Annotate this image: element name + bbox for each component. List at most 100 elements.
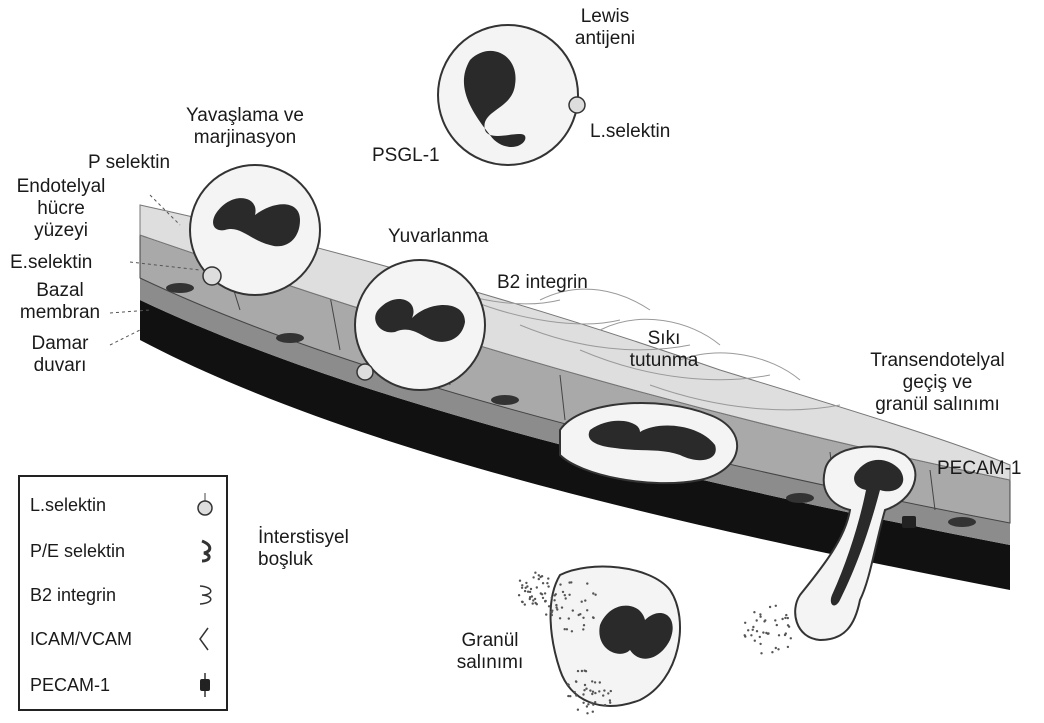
granule-dot (568, 617, 570, 619)
granule-dot (775, 647, 777, 649)
granule-dot (545, 613, 547, 615)
granule-dot (585, 670, 587, 672)
endothelial-surface-label: Endotelyal hücre yüzeyi (6, 176, 116, 242)
granule-dot (542, 582, 544, 584)
granule-dot (521, 587, 523, 589)
granule-dot (776, 624, 778, 626)
granule-dot (569, 695, 571, 697)
granule-dot (752, 629, 754, 631)
granule-dot (584, 684, 586, 686)
granule-dot (582, 693, 584, 695)
granule-dot (562, 591, 564, 593)
granule-dot (586, 609, 588, 611)
granule-dot (534, 598, 536, 600)
transendothelial-label: Transendotelyal geçiş ve granül salınımı (845, 350, 1030, 416)
granule-dot (577, 709, 579, 711)
granule-release-label: Granül salınımı (440, 630, 540, 674)
l-selektin-symbol-icon (190, 493, 220, 517)
granule-dot (551, 610, 553, 612)
p-selektin-label: P selektin (88, 152, 170, 174)
granule-dot (609, 699, 611, 701)
granule-dot (762, 631, 764, 633)
icam-vcam-symbol-icon (190, 627, 220, 651)
basement-membrane-label: Bazal membran (0, 280, 120, 324)
granule-dot (594, 681, 596, 683)
granule-dot (548, 605, 550, 607)
granule-dot (568, 581, 570, 583)
granule-dot (760, 652, 762, 654)
granule-dot (589, 689, 591, 691)
granule-dot (555, 606, 557, 608)
granule-dot (564, 628, 566, 630)
granule-dot (531, 595, 533, 597)
l-selektin-top-label: L.selektin (590, 121, 670, 143)
granule-dot (599, 681, 601, 683)
granule-dot (583, 689, 585, 691)
granule-dot (598, 690, 600, 692)
granule-dot (787, 646, 789, 648)
granule-dot (785, 614, 787, 616)
granule-dot (750, 634, 752, 636)
slowing-margination-label: Yavaşlama ve marjinasyon (170, 105, 320, 149)
granule-dot (538, 574, 540, 576)
granule-dot (521, 601, 523, 603)
granule-dot (756, 630, 758, 632)
granule-dot (546, 582, 548, 584)
granule-dot (765, 632, 767, 634)
b2-integrin-label: B2 integrin (497, 272, 588, 294)
granule-dot (754, 640, 756, 642)
granule-dot (592, 704, 594, 706)
granule-dot (764, 619, 766, 621)
granule-dot (525, 582, 527, 584)
granule-dot (592, 711, 594, 713)
rolling-label: Yuvarlanma (388, 226, 488, 248)
granule-dot (544, 600, 546, 602)
granule-dot (542, 597, 544, 599)
granule-dot (587, 703, 589, 705)
granule-dot (532, 576, 534, 578)
granule-dot (591, 680, 593, 682)
granule-dot (585, 688, 587, 690)
pecam-marker (902, 516, 916, 528)
granule-dot (744, 634, 746, 636)
granule-dot (586, 705, 588, 707)
granule-dot (577, 670, 579, 672)
granule-dot (572, 609, 574, 611)
granule-dot (790, 637, 792, 639)
granule-dot (559, 617, 561, 619)
granule-dot (744, 622, 746, 624)
legend-label: L.selektin (30, 493, 106, 517)
granule-dot (582, 617, 584, 619)
granule-dot (530, 588, 532, 590)
granule-dot (534, 602, 536, 604)
granule-dot (756, 619, 758, 621)
granule-dot (590, 702, 592, 704)
granule-dot (564, 594, 566, 596)
granule-dot (547, 577, 549, 579)
granule-dot (778, 634, 780, 636)
pecam-symbol-icon (190, 673, 220, 697)
granule-dot (586, 712, 588, 714)
granule-dot (604, 704, 606, 706)
granule-dot (583, 624, 585, 626)
granule-dot (774, 619, 776, 621)
legend-item-icam-vcam: ICAM/VCAM (30, 627, 220, 651)
granule-dot (521, 584, 523, 586)
granule-dot (581, 670, 583, 672)
granule-dot (594, 594, 596, 596)
granule-dot (610, 690, 612, 692)
granule-dot (551, 614, 553, 616)
granule-dot (592, 592, 594, 594)
granule-dot (536, 586, 538, 588)
granule-dot (777, 648, 779, 650)
granule-dot (540, 592, 542, 594)
granule-dot (759, 643, 761, 645)
granule-dot (591, 693, 593, 695)
b2-integrin-symbol-icon (190, 583, 220, 607)
leukocyte-granule-release (551, 567, 680, 706)
granule-dot (594, 692, 596, 694)
granule-dot (559, 583, 561, 585)
granule-dot (584, 599, 586, 601)
granule-dot (532, 602, 534, 604)
legend-item-b2-integrin: B2 integrin (30, 583, 220, 607)
